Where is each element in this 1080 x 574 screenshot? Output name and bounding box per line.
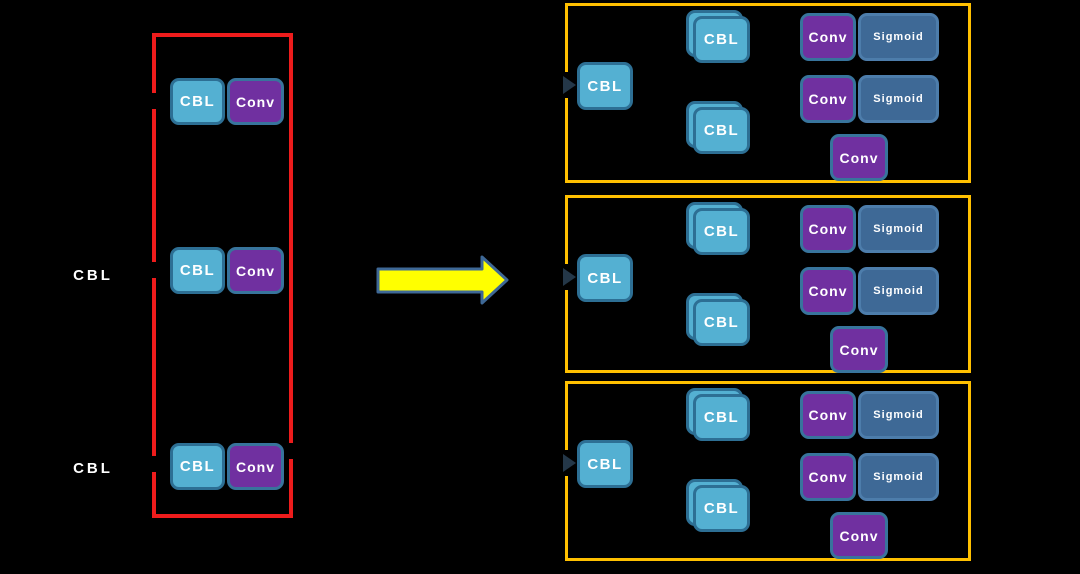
conv-block: Conv (830, 326, 888, 373)
conv-block: Conv (800, 453, 856, 501)
conv-block: Conv (800, 205, 856, 253)
sigmoid-block: Sigmoid (858, 205, 939, 253)
cbl-block: CBL (693, 16, 750, 63)
head-panel-1: CBL CBL CBL Conv Sigmoid Conv Sigmoid Co… (563, 3, 971, 183)
connector-arrowhead-icon (563, 268, 576, 286)
sigmoid-block: Sigmoid (858, 13, 939, 61)
stacked-cbl-block: CBL (686, 388, 750, 442)
stacked-cbl-block: CBL (686, 101, 750, 155)
sigmoid-block: Sigmoid (858, 75, 939, 123)
conv-block: Conv (800, 13, 856, 61)
cbl-block: CBL (693, 299, 750, 346)
conv-block: Conv (227, 78, 284, 125)
conv-block: Conv (830, 134, 888, 181)
conv-block: Conv (227, 443, 284, 490)
sigmoid-block: Sigmoid (858, 267, 939, 315)
head-panel-2: CBL CBL CBL Conv Sigmoid Conv Sigmoid Co… (563, 195, 971, 373)
cbl-block: CBL (693, 485, 750, 532)
conv-block: Conv (800, 267, 856, 315)
connector-arrowhead-icon (563, 76, 576, 94)
stacked-cbl-block: CBL (686, 479, 750, 533)
cbl-block: CBL (577, 440, 633, 488)
stacked-cbl-block: CBL (686, 202, 750, 256)
cbl-block: CBL (693, 107, 750, 154)
conv-block: Conv (830, 512, 888, 559)
head-panel-3: CBL CBL CBL Conv Sigmoid Conv Sigmoid Co… (563, 381, 971, 561)
input-feature-label-1: CBL (73, 267, 113, 284)
connector-gap (150, 93, 158, 109)
cbl-block: CBL (693, 394, 750, 441)
conv-block: Conv (800, 75, 856, 123)
connector-gap (150, 262, 158, 278)
arrow-right-icon (376, 255, 509, 305)
stacked-cbl-block: CBL (686, 10, 750, 64)
connector-arrowhead-icon (563, 454, 576, 472)
cbl-block: CBL (170, 247, 225, 294)
connector-gap (287, 443, 295, 459)
sigmoid-block: Sigmoid (858, 391, 939, 439)
conv-block: Conv (800, 391, 856, 439)
stacked-cbl-block: CBL (686, 293, 750, 347)
cbl-block: CBL (170, 443, 225, 490)
input-feature-label-2: CBL (73, 460, 113, 477)
connector-gap (150, 456, 158, 472)
sigmoid-block: Sigmoid (858, 453, 939, 501)
cbl-block: CBL (577, 254, 633, 302)
cbl-block: CBL (577, 62, 633, 110)
cbl-block: CBL (170, 78, 225, 125)
conv-block: Conv (227, 247, 284, 294)
cbl-block: CBL (693, 208, 750, 255)
